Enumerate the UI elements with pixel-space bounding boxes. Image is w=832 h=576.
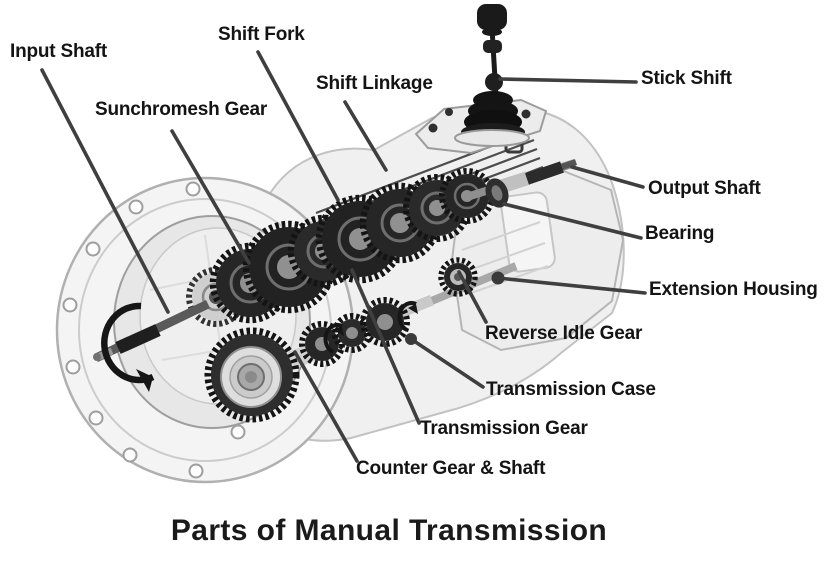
diagram-title: Parts of Manual Transmission	[170, 514, 608, 547]
label-sunchromesh-gear: Sunchromesh Gear	[95, 99, 268, 120]
label-input-shaft: Input Shaft	[10, 41, 108, 62]
leader-dot-extension-housing	[491, 271, 505, 285]
rotation-arrow	[101, 300, 418, 392]
label-shift-linkage: Shift Linkage	[316, 73, 433, 94]
leader-shift-linkage	[343, 100, 388, 172]
leader-output-shaft	[570, 165, 645, 189]
label-bearing: Bearing	[645, 223, 715, 244]
leader-dot-transmission-case	[405, 333, 417, 345]
label-transmission-case: Transmission Case	[486, 379, 656, 400]
bearing-part	[485, 178, 509, 208]
label-reverse-idle-gear: Reverse Idle Gear	[485, 323, 643, 344]
leader-sunchromesh-gear	[170, 129, 251, 265]
leader-transmission-gear	[350, 268, 421, 425]
label-output-shaft: Output Shaft	[648, 178, 761, 199]
leader-shift-fork	[256, 50, 340, 202]
leader-transmission-case	[409, 337, 485, 389]
input-shaft-part	[93, 299, 210, 363]
counter-gear-and-shaft-part	[204, 257, 518, 423]
label-stick-shift: Stick Shift	[641, 68, 732, 89]
label-extension-housing: Extension Housing	[649, 279, 818, 300]
bolt-holes	[62, 181, 246, 479]
leader-stick-shift	[498, 77, 638, 84]
leader-reverse-idle-gear	[457, 270, 488, 324]
leader-counter-gear-shaft	[293, 350, 359, 463]
label-shift-fork: Shift Fork	[218, 24, 305, 45]
leader-lines	[40, 50, 647, 463]
label-transmission-gear: Transmission Gear	[420, 418, 588, 439]
main-gear-cluster	[186, 168, 505, 327]
stick-shift-part	[454, 4, 530, 147]
label-counter-gear-shaft: Counter Gear & Shaft	[356, 458, 546, 479]
leader-bearing	[502, 202, 643, 240]
leader-input-shaft	[40, 68, 170, 314]
leader-extension-housing	[496, 276, 647, 295]
output-shaft-part	[468, 159, 578, 208]
